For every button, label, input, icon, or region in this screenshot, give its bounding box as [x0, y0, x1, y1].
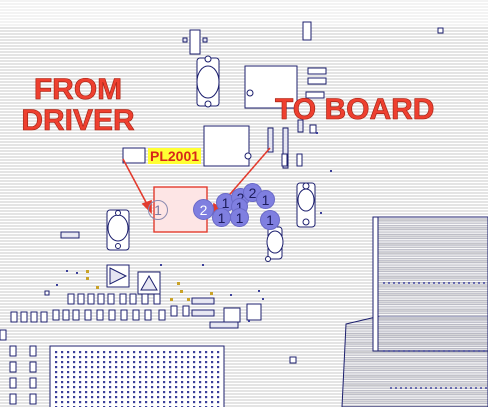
- passive-component-row: [0, 293, 190, 405]
- part-designator-label[interactable]: PL2001: [148, 148, 202, 164]
- to-board-callout: TO BOARD: [275, 93, 435, 126]
- pin-marker[interactable]: 1: [212, 208, 231, 227]
- pin-marker[interactable]: 2: [193, 199, 214, 220]
- small-pads: [86, 270, 213, 301]
- from-label: FROM: [33, 73, 123, 106]
- pin-marker[interactable]: 1: [260, 210, 280, 230]
- bga-chip: [49, 345, 225, 407]
- component-outlines: [44, 21, 444, 364]
- pin-marker[interactable]: 1: [256, 190, 275, 209]
- connector-region: [341, 216, 488, 407]
- via-dots: [56, 132, 332, 322]
- pin-marker[interactable]: 1: [148, 200, 168, 220]
- driver-label: DRIVER: [21, 104, 135, 137]
- pin-marker[interactable]: 1: [230, 208, 249, 227]
- from-driver-callout: FROM DRIVER: [16, 73, 140, 137]
